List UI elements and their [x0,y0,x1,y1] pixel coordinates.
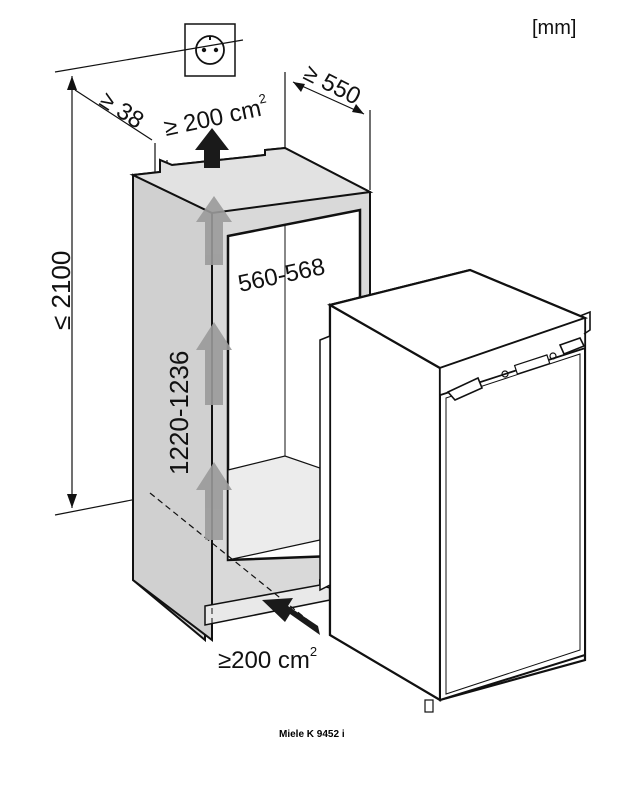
dim-niche-height: 1220-1236 [164,351,194,475]
control-display [513,354,551,375]
dim-depth: ≥ 550 [299,59,365,110]
refrigerator [319,268,591,713]
model-caption: Miele K 9452 i [279,729,345,740]
power-socket-icon [184,23,236,77]
dim-gap: ≥ 38 [95,86,149,134]
svg-text:≥200 cm2: ≥200 cm2 [218,644,317,674]
unit-label: [mm] [532,17,576,39]
vent-top-arrow-icon [195,128,229,168]
door-handle [446,376,484,401]
airflow-arrow-icon [196,196,232,540]
vent-bottom-label: ≥200 cm2 [218,644,317,674]
cabinet-niche [129,146,374,643]
dim-total-height: ≤ 2100 [46,251,76,330]
vent-bottom-arrow-icon [262,598,320,635]
